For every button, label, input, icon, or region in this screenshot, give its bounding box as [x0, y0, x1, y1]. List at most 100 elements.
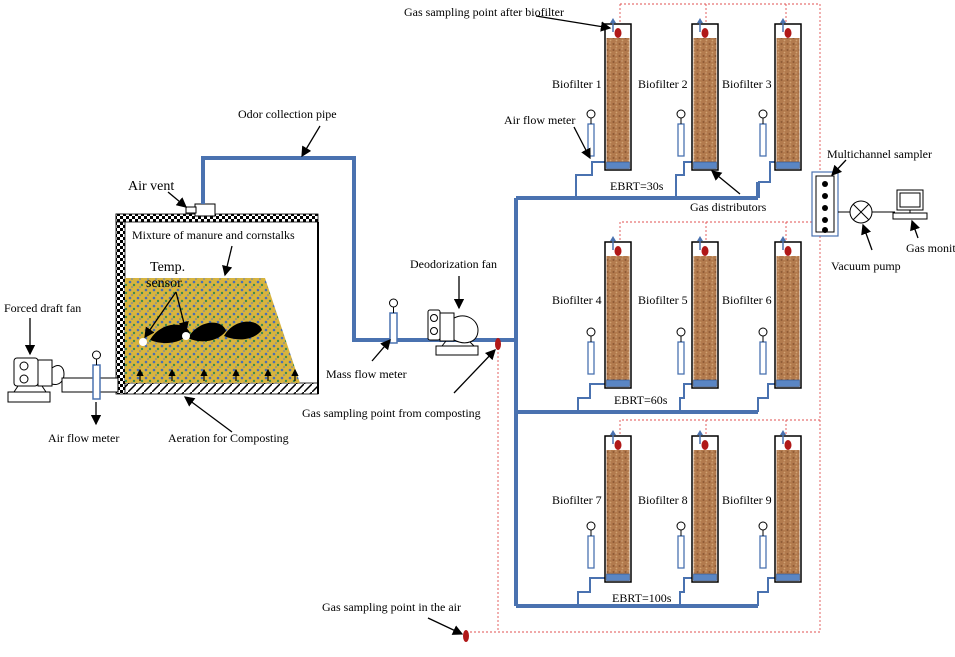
label-gas-distributors: Gas distributors — [690, 200, 767, 214]
biofilter-6 — [758, 236, 802, 389]
biofilter-array — [586, 18, 802, 583]
biofilter-media — [606, 256, 630, 380]
forced-draft-fan — [7, 357, 65, 403]
label-temp-sensor-line1: Temp. — [150, 260, 185, 275]
label-air-flow-meter-inlet: Air flow meter — [48, 431, 119, 445]
biofilter-9 — [758, 430, 802, 583]
biofilter-media — [776, 38, 800, 162]
label-deodorization-fan: Deodorization fan — [410, 257, 497, 271]
air-flow-meter-gauge — [586, 521, 596, 531]
gas-monitor-icon — [892, 189, 928, 220]
biofilter-media — [606, 38, 630, 162]
label-air-vent: Air vent — [128, 179, 174, 194]
outlet-arrow-head — [610, 430, 616, 435]
mass-flow-meter — [389, 298, 398, 344]
air-flow-meter-gauge — [676, 521, 686, 531]
sampling-point-biofilter — [614, 440, 622, 450]
gas-distributor — [693, 573, 717, 581]
label-biofilter-2: Biofilter 2 — [638, 77, 688, 91]
label-vacuum-pump: Vacuum pump — [831, 259, 901, 273]
outlet-arrow-head — [780, 430, 786, 435]
sensor-blob-3 — [224, 321, 262, 340]
deodorization-fan — [427, 309, 479, 356]
air-flow-meter-gauge — [758, 109, 768, 119]
label-biofilter-7: Biofilter 7 — [552, 493, 602, 507]
sampling-point-biofilter — [784, 246, 792, 256]
air-flow-meter-biofilter — [677, 341, 685, 375]
label-biofilter-5: Biofilter 5 — [638, 293, 688, 307]
biofilter-media — [693, 256, 717, 380]
sampling-point-composting — [495, 338, 501, 350]
label-multichannel-sampler: Multichannel sampler — [827, 147, 932, 161]
sampling-point-biofilter — [614, 246, 622, 256]
sampling-point-biofilter — [701, 246, 709, 256]
biofilter-8 — [676, 430, 719, 583]
label-mass-flow-meter: Mass flow meter — [326, 367, 407, 381]
aeration-arrows — [136, 368, 299, 381]
label-aeration: Aeration for Composting — [168, 431, 289, 445]
biofilter-media — [693, 38, 717, 162]
vacuum-pump — [849, 200, 873, 224]
label-ebrt-row2: EBRT=60s — [614, 393, 668, 407]
biofilter-5 — [676, 236, 719, 389]
sampling-point-biofilter — [784, 440, 792, 450]
composting-reactor — [115, 203, 319, 395]
outlet-arrow-head — [610, 18, 616, 23]
gas-distributor — [606, 161, 630, 169]
reactor-base — [124, 382, 319, 395]
gas-distributor — [606, 573, 630, 581]
biofilter-7 — [586, 430, 632, 583]
label-air-flow-meter-biofilter: Air flow meter — [504, 113, 575, 127]
label-gas-sampling-composting: Gas sampling point from composting — [302, 406, 481, 420]
air-flow-meter-biofilter — [759, 535, 767, 569]
air-flow-meter-biofilter — [587, 535, 595, 569]
biofilter-2 — [676, 18, 719, 171]
inlet-duct — [61, 377, 119, 393]
reactor-top-wall — [115, 213, 319, 223]
gas-distributor — [776, 161, 800, 169]
sensor-blob-2 — [188, 322, 226, 342]
biofilter-4 — [586, 236, 632, 389]
odor-pipe-network — [201, 156, 760, 608]
sampling-lines — [466, 3, 821, 633]
label-mixture: Mixture of manure and cornstalks — [132, 228, 295, 242]
biofilter-1 — [586, 18, 632, 171]
biofilter-media — [606, 450, 630, 574]
outlet-arrow-head — [697, 236, 703, 241]
label-biofilter-6: Biofilter 6 — [722, 293, 772, 307]
reactor-left-wall — [115, 213, 126, 395]
air-vent-box — [194, 203, 216, 217]
outlet-arrow-head — [610, 236, 616, 241]
biofilter-media — [776, 450, 800, 574]
label-biofilter-8: Biofilter 8 — [638, 493, 688, 507]
biofilter-media — [693, 450, 717, 574]
air-flow-meter-gauge — [676, 327, 686, 337]
sampling-point-air — [463, 630, 469, 642]
sampling-point-biofilter — [701, 440, 709, 450]
gas-distributor — [776, 379, 800, 387]
air-flow-meter-inlet — [92, 350, 101, 400]
label-biofilter-3: Biofilter 3 — [722, 77, 772, 91]
air-flow-meter-gauge — [676, 109, 686, 119]
sampling-point-biofilter — [614, 28, 622, 38]
sampling-point-biofilter — [701, 28, 709, 38]
air-flow-meter-gauge — [758, 327, 768, 337]
gas-distributor — [693, 161, 717, 169]
air-flow-meter-biofilter — [759, 341, 767, 375]
label-biofilter-4: Biofilter 4 — [552, 293, 602, 307]
label-ebrt-row3: EBRT=100s — [612, 591, 672, 605]
air-flow-meter-biofilter — [677, 535, 685, 569]
label-gas-sampling-after-biofilter: Gas sampling point after biofilter — [404, 5, 564, 19]
air-flow-meter-biofilter — [587, 341, 595, 375]
air-flow-meter-biofilter — [677, 123, 685, 157]
air-flow-meter-biofilter — [759, 123, 767, 157]
label-biofilter-9: Biofilter 9 — [722, 493, 772, 507]
sampling-point-biofilter — [784, 28, 792, 38]
multichannel-sampler — [811, 171, 839, 237]
biofilter-media — [776, 256, 800, 380]
outlet-arrow-head — [780, 18, 786, 23]
air-flow-meter-gauge — [586, 327, 596, 337]
